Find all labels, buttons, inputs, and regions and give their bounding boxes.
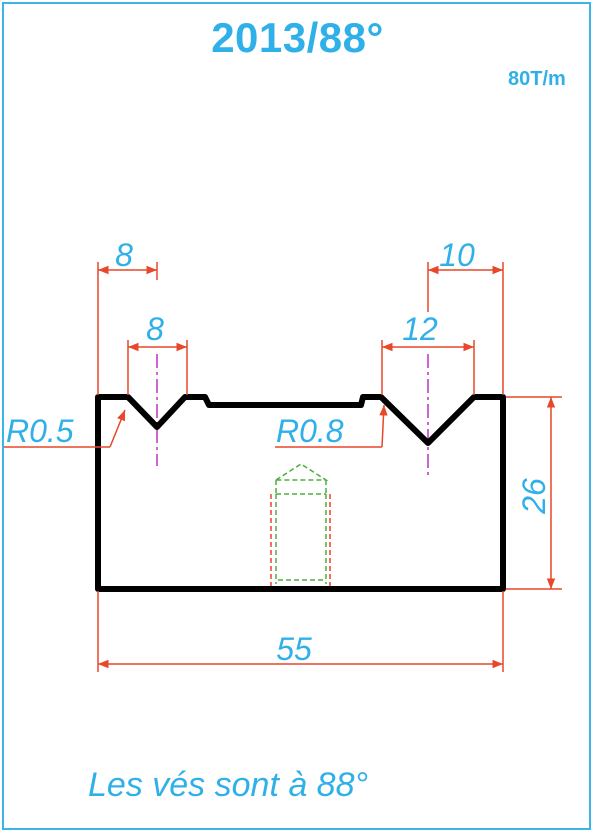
centerlines — [156, 354, 429, 478]
dim-right-radius: R0.8 — [276, 413, 344, 449]
dim-right-v-width: 12 — [402, 311, 438, 347]
dimension-texts: 8 8 10 12 R0.5 R0.8 26 55 — [6, 237, 552, 667]
dim-right-top-width: 10 — [439, 237, 475, 273]
dim-height: 26 — [516, 478, 552, 515]
capacity-label: 80T/m — [508, 68, 566, 90]
dim-total-width: 55 — [276, 631, 312, 667]
page-title: 2013/88° — [211, 14, 384, 61]
dim-left-radius: R0.5 — [6, 413, 74, 449]
angle-note: Les vés sont à 88° — [88, 766, 369, 804]
die-profile — [95, 394, 506, 592]
dim-left-v-width: 8 — [146, 311, 164, 347]
dim-left-top-width: 8 — [115, 237, 133, 273]
hidden-insert — [270, 463, 331, 588]
dimension-lines — [4, 262, 562, 672]
